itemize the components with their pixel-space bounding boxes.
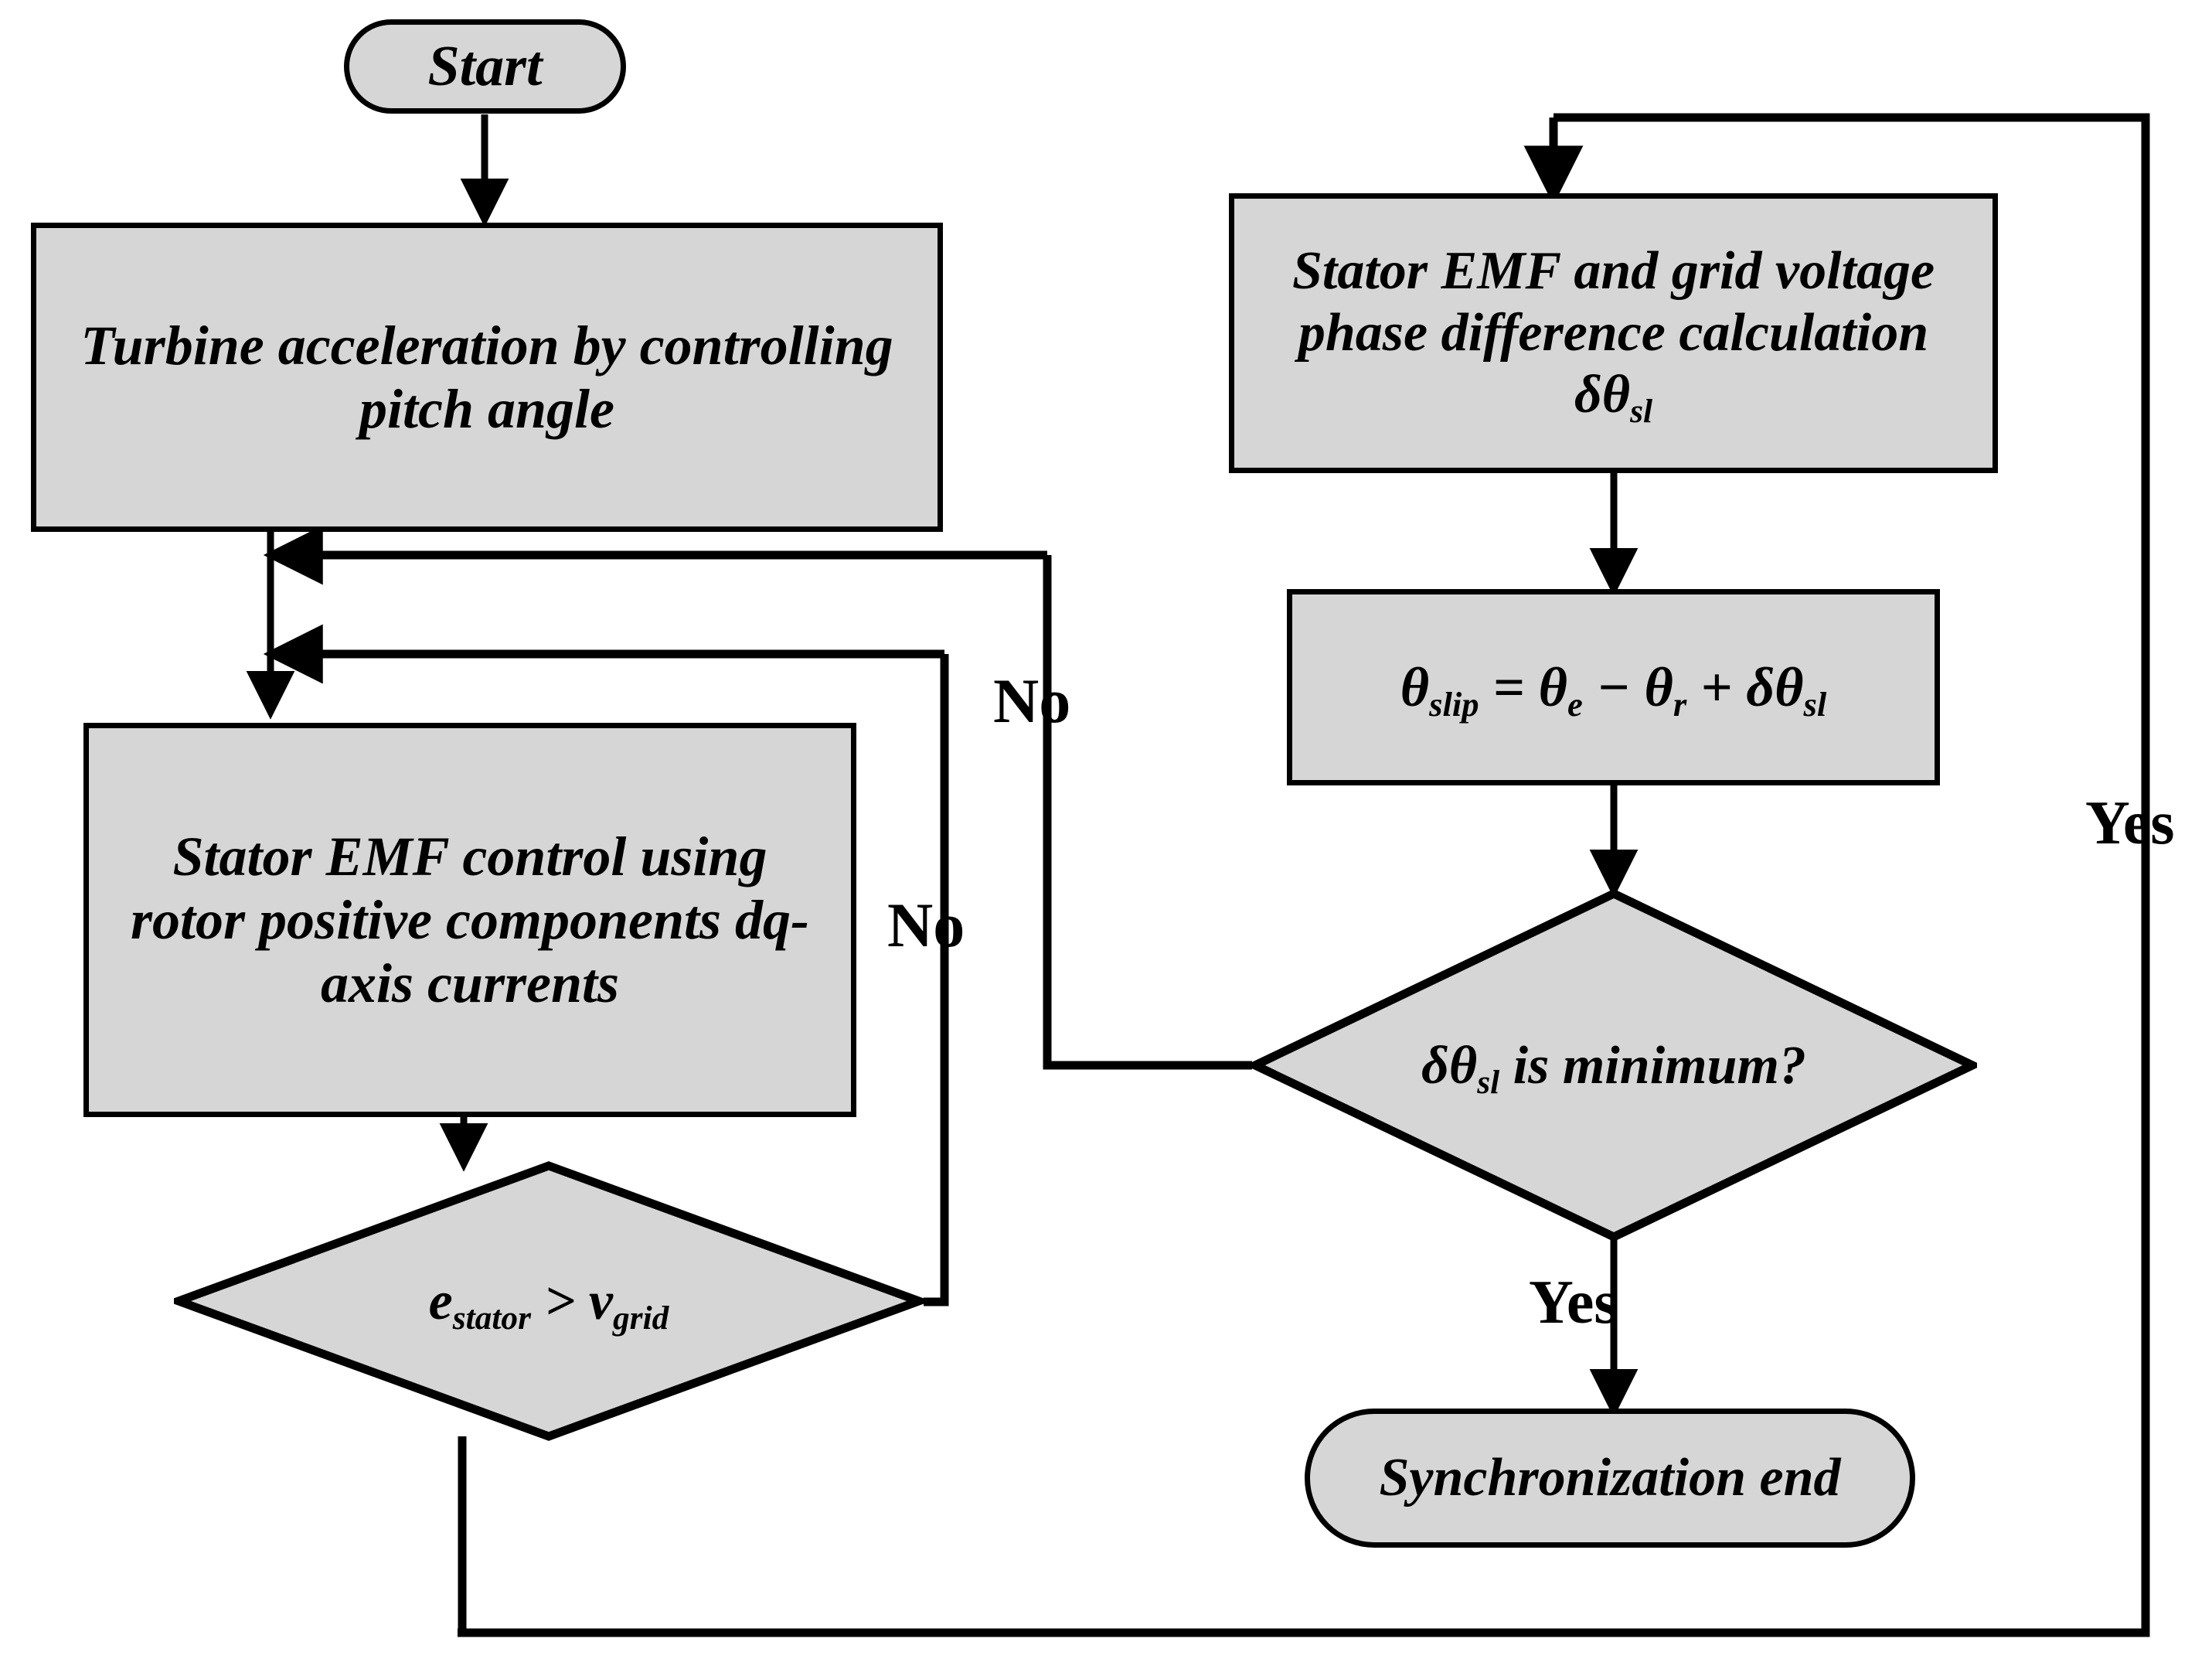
emf-compare-var2: v xyxy=(588,1271,613,1331)
slip-plus: + xyxy=(1686,656,1747,718)
phase-difference-symbol: δθ xyxy=(1574,364,1631,424)
slip-sub-slip: slip xyxy=(1429,685,1479,724)
node-start[interactable]: Start xyxy=(344,19,626,114)
node-phase-difference-label: Stator EMF and grid voltage phase differ… xyxy=(1254,240,1972,430)
edge-label-no-lower: No xyxy=(887,889,965,962)
node-delta-minimum[interactable]: δθsl is minimum? xyxy=(1251,889,1977,1242)
phase-difference-subscript: sl xyxy=(1630,392,1653,430)
node-emf-compare[interactable]: estator > vgrid xyxy=(174,1161,924,1441)
slip-theta-r: θ xyxy=(1644,656,1673,718)
node-start-label: Start xyxy=(427,34,543,98)
slip-minus: − xyxy=(1582,656,1645,718)
node-stator-emf-control[interactable]: Stator EMF control using rotor positive … xyxy=(83,723,856,1117)
node-delta-minimum-label: δθsl is minimum? xyxy=(1421,1035,1806,1101)
node-slip-equation[interactable]: θslip = θe − θr + δθsl xyxy=(1287,589,1940,785)
node-turbine-acceleration[interactable]: Turbine acceleration by controlling pitc… xyxy=(31,223,943,532)
edge-label-yes-bottom: Yes xyxy=(1529,1268,1618,1338)
edge-compare-no-branch xyxy=(924,654,949,1306)
emf-compare-sub2: grid xyxy=(612,1299,669,1337)
emf-compare-sub1: stator xyxy=(452,1299,532,1337)
delta-minimum-symbol: δθ xyxy=(1421,1035,1478,1095)
node-slip-equation-label: θslip = θe − θr + δθsl xyxy=(1400,656,1827,724)
slip-theta-e: θ xyxy=(1538,656,1567,718)
node-phase-difference[interactable]: Stator EMF and grid voltage phase differ… xyxy=(1229,193,1998,473)
node-emf-compare-label: estator > vgrid xyxy=(428,1271,669,1337)
emf-compare-var1: e xyxy=(428,1271,453,1331)
slip-sub-sl: sl xyxy=(1803,685,1827,724)
node-stator-emf-control-label: Stator EMF control using rotor positive … xyxy=(131,825,809,1015)
slip-theta: θ xyxy=(1400,656,1430,718)
slip-sub-r: r xyxy=(1673,685,1687,724)
edge-label-yes-right: Yes xyxy=(2085,789,2175,859)
edge-decision-no-branch xyxy=(1043,555,1252,1070)
delta-minimum-subscript: sl xyxy=(1477,1063,1500,1101)
slip-delta-theta: δθ xyxy=(1746,656,1804,718)
delta-minimum-diamond-shape xyxy=(1251,889,1977,1242)
edge-label-no-upper: No xyxy=(993,665,1070,738)
yes-bottom-text: Yes xyxy=(1529,1269,1618,1337)
slip-equals: = xyxy=(1479,656,1539,718)
node-turbine-acceleration-label: Turbine acceleration by controlling pitc… xyxy=(80,314,893,440)
emf-compare-diamond-shape xyxy=(174,1161,924,1441)
delta-minimum-text: is minimum? xyxy=(1499,1035,1806,1095)
node-sync-end[interactable]: Synchronization end xyxy=(1305,1409,1915,1548)
no-lower-text: No xyxy=(887,890,965,960)
yes-right-text: Yes xyxy=(2085,789,2175,857)
phase-difference-text: Stator EMF and grid voltage phase differ… xyxy=(1291,241,1935,363)
slip-sub-e: e xyxy=(1567,685,1583,724)
no-upper-text: No xyxy=(993,666,1071,736)
emf-compare-operator: > xyxy=(531,1271,589,1331)
node-sync-end-label: Synchronization end xyxy=(1379,1448,1841,1508)
